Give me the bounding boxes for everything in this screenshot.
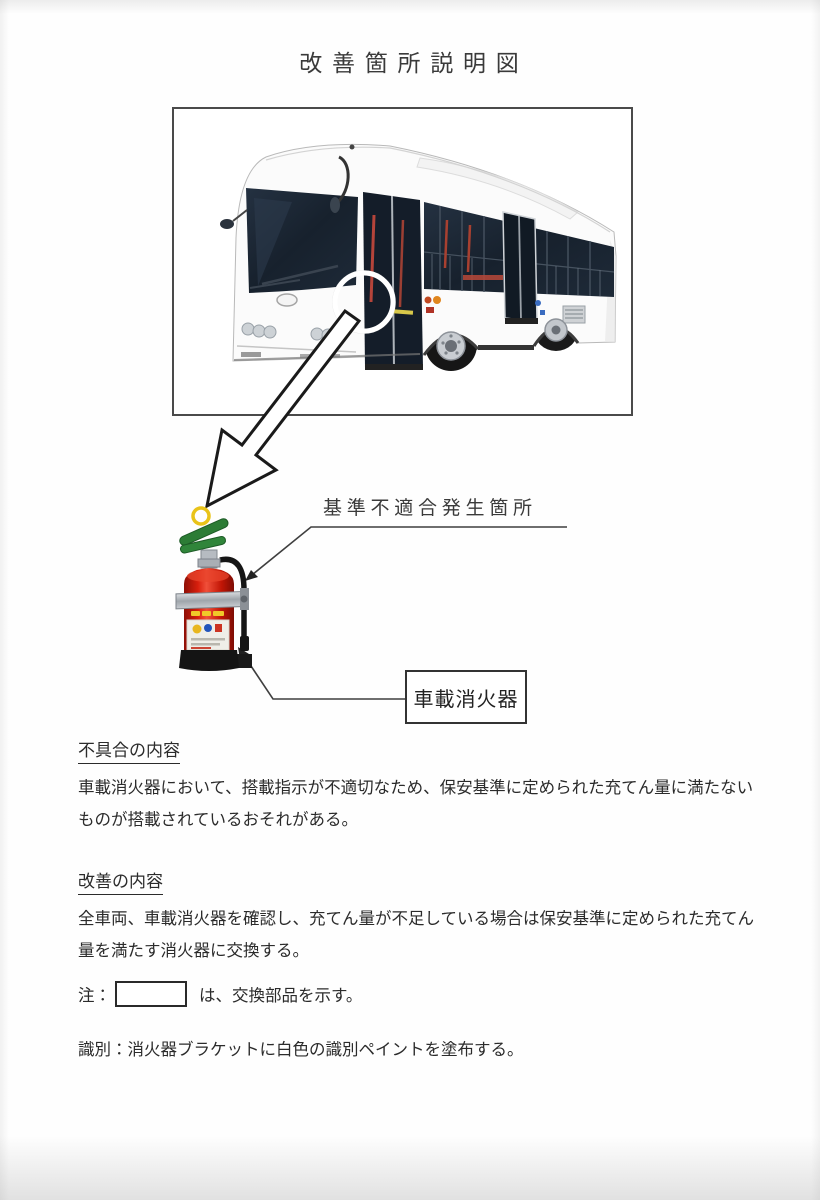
- extinguisher-part-label: 車載消火器: [413, 688, 519, 711]
- note-prefix: 注：: [78, 986, 111, 1005]
- defect-body: 車載消火器において、搭載指示が不適切なため、保安基準に定められた充てん量に満たな…: [78, 778, 754, 829]
- bus-photo-frame: [172, 107, 633, 416]
- identification-line: 識別：消火器ブラケットに白色の識別ペイントを塗布する。: [78, 1040, 524, 1059]
- scan-shading-top: [0, 0, 820, 14]
- note-suffix: は、交換部品を示す。: [199, 986, 363, 1005]
- page-title: 改 善 箇 所 説 明 図: [299, 51, 521, 76]
- extinguisher-part-label-box: 車載消火器: [405, 670, 527, 724]
- defect-heading: 不具合の内容: [78, 736, 180, 764]
- callout-arrowhead: [245, 570, 258, 581]
- replacement-part-box: [115, 981, 187, 1007]
- part-arrowhead: [238, 647, 249, 660]
- defect-section: 不具合の内容 車載消火器において、搭載指示が不適切なため、保安基準に定められた充…: [78, 736, 768, 836]
- fire-extinguisher-illustration: [175, 506, 252, 671]
- improvement-body: 全車両、車載消火器を確認し、充てん量が不足している場合は保安基準に定められた充て…: [78, 909, 755, 960]
- scan-shading-right: [811, 0, 820, 1200]
- callout-leader-line: [246, 526, 567, 580]
- improvement-heading: 改善の内容: [78, 867, 163, 895]
- scan-shading-left: [0, 0, 9, 1200]
- improvement-section: 改善の内容 全車両、車載消火器を確認し、充てん量が不足している場合は保安基準に定…: [78, 867, 768, 967]
- nonconformity-location-label: 基 準 不 適 合 発 生 箇 所: [323, 498, 533, 519]
- part-leader-line: [240, 650, 405, 700]
- scan-shading-bottom: [0, 1136, 820, 1200]
- note-row: 注： は、交換部品を示す。: [78, 981, 362, 1007]
